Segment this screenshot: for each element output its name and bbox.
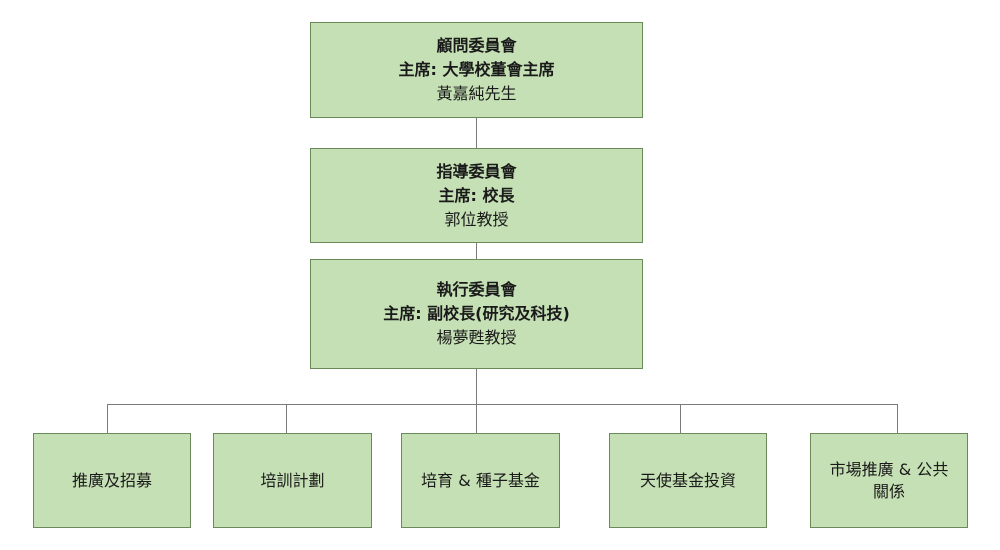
steering-committee-person: 郭位教授 — [444, 209, 509, 229]
advisory-committee-box: 顧問委員會 主席: 大學校董會主席 黃嘉純先生 — [310, 22, 643, 118]
executive-committee-chair: 主席: 副校長(研究及科技) — [383, 304, 570, 323]
unit-label: 市場推廣 & 公共關係 — [829, 459, 949, 501]
unit-label: 推廣及招募 — [71, 470, 152, 490]
connector-steering-executive — [476, 242, 477, 260]
connector-advisory-steering — [476, 117, 477, 149]
unit-box-training: 培訓計劃 — [213, 433, 372, 528]
connector-horizontal-bus — [107, 404, 898, 405]
steering-committee-box: 指導委員會 主席: 校長 郭位教授 — [310, 148, 643, 243]
executive-committee-box: 執行委員會 主席: 副校長(研究及科技) 楊夢甦教授 — [310, 259, 643, 369]
unit-box-angel-fund: 天使基金投資 — [609, 433, 767, 528]
executive-committee-person: 楊夢甦教授 — [436, 328, 517, 347]
connector-unit-1 — [107, 404, 108, 433]
advisory-committee-person: 黃嘉純先生 — [436, 84, 517, 103]
unit-box-incubation: 培育 & 種子基金 — [401, 433, 560, 528]
advisory-committee-title: 顧問委員會 — [436, 36, 517, 55]
executive-committee-title: 執行委員會 — [436, 280, 517, 299]
connector-unit-3 — [476, 404, 477, 433]
unit-label: 天使基金投資 — [639, 470, 736, 490]
connector-unit-2 — [286, 404, 287, 433]
connector-unit-4 — [680, 404, 681, 433]
connector-unit-5 — [897, 404, 898, 433]
unit-label: 培訓計劃 — [260, 470, 325, 490]
connector-executive-bus — [476, 368, 477, 405]
unit-label: 培育 & 種子基金 — [421, 470, 540, 490]
steering-committee-chair: 主席: 校長 — [438, 185, 515, 205]
unit-box-marketing: 市場推廣 & 公共關係 — [810, 433, 968, 528]
steering-committee-title: 指導委員會 — [436, 161, 517, 181]
advisory-committee-chair: 主席: 大學校董會主席 — [398, 60, 555, 79]
unit-box-promotion: 推廣及招募 — [33, 433, 191, 528]
